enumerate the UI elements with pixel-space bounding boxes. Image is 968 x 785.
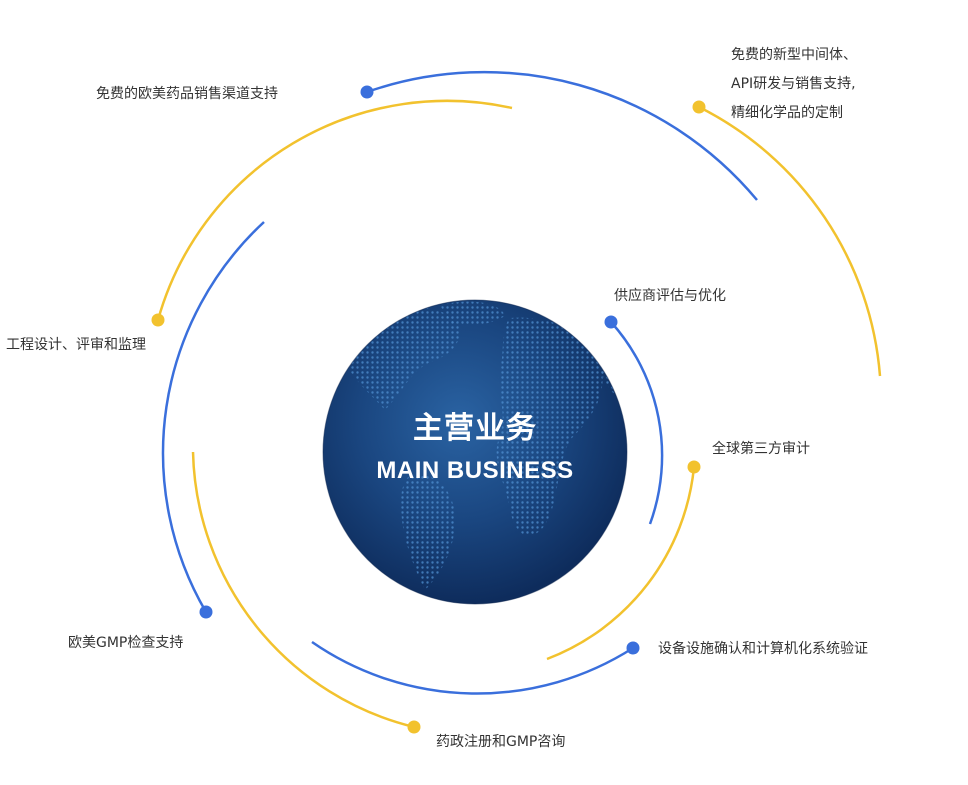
arc-outer-yellow-upper-left — [156, 99, 513, 321]
label-supplier-eval: 供应商评估与优化 — [614, 288, 726, 304]
label-intermediates-line-3: 精细化学品的定制 — [731, 105, 843, 121]
dot-validation — [626, 641, 640, 655]
dot-intermediates — [692, 100, 706, 114]
arc-outer-blue-top — [366, 70, 758, 201]
label-intermediates-line-2: API研发与销售支持, — [731, 76, 856, 92]
label-third-party-audit: 全球第三方审计 — [712, 441, 810, 457]
label-registration: 药政注册和GMP咨询 — [436, 734, 566, 750]
label-intermediates: 免费的新型中间体、 API研发与销售支持, 精细化学品的定制 — [731, 41, 857, 128]
globe — [322, 299, 628, 605]
dot-supplier-eval — [604, 315, 618, 329]
dot-third-party-audit — [687, 460, 701, 474]
dot-gmp-inspection — [199, 605, 213, 619]
label-validation: 设备设施确认和计算机化系统验证 — [658, 641, 868, 657]
arc-bottom-blue — [311, 640, 634, 695]
arc-outer-yellow-right — [698, 105, 882, 377]
arc-inner-right-blue — [610, 321, 664, 525]
label-engineering: 工程设计、评审和监理 — [6, 337, 146, 353]
continent-south-america — [400, 474, 455, 590]
dot-engineering — [151, 313, 165, 327]
label-eu-sales-channel: 免费的欧美药品销售渠道支持 — [96, 86, 278, 102]
arc-inner-right-yellow — [546, 466, 696, 661]
dot-registration — [407, 720, 421, 734]
label-gmp-inspection: 欧美GMP检查支持 — [68, 635, 184, 651]
center-subtitle: MAIN BUSINESS — [376, 457, 574, 484]
continent-europe-africa — [496, 317, 603, 536]
continent-greenland — [440, 301, 505, 326]
dot-eu-sales-channel — [360, 85, 374, 99]
center-title: 主营业务 — [413, 411, 537, 446]
arc-left-blue — [161, 221, 265, 613]
label-intermediates-line-1: 免费的新型中间体、 — [731, 47, 857, 63]
arc-lower-left-yellow — [191, 451, 415, 729]
